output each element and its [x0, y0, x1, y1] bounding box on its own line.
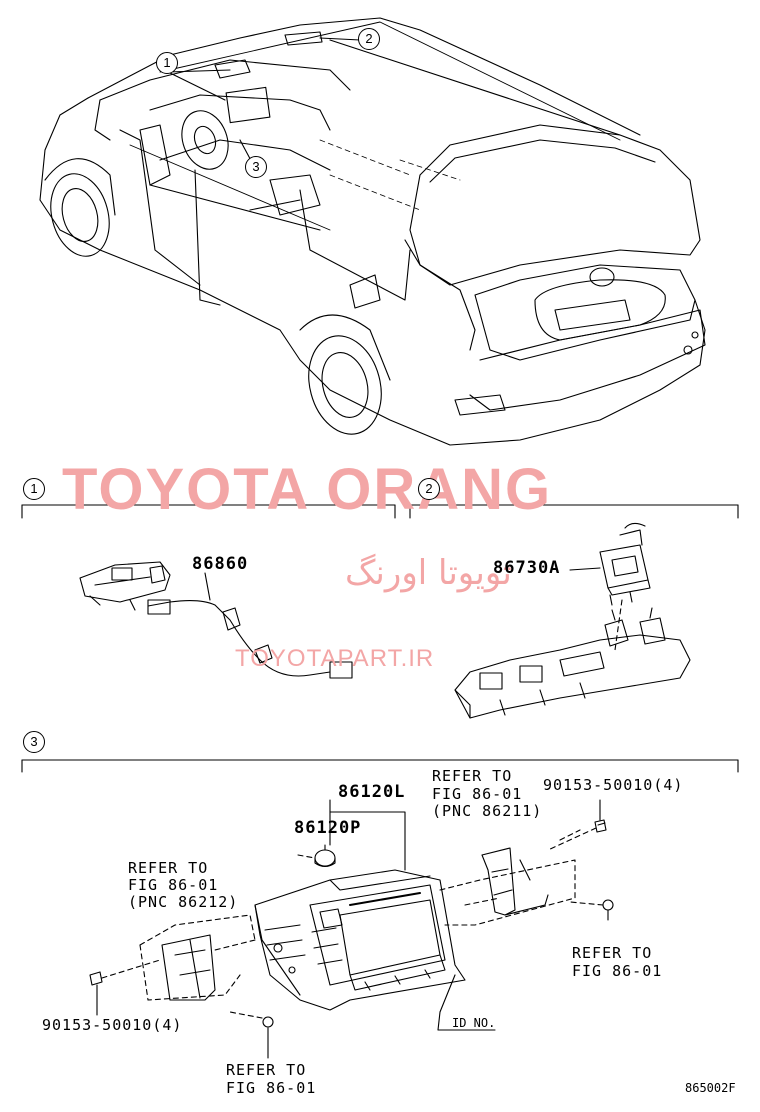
- refer-left-top-line-1: REFER TO: [128, 859, 209, 877]
- vehicle-illustration: [39, 17, 706, 446]
- part-number-86860: 86860: [192, 554, 249, 574]
- watermark-url: TOYOTAPART.IR: [235, 645, 435, 672]
- refer-right-top-line-1: REFER TO: [432, 767, 513, 785]
- part-number-86730A: 86730A: [493, 558, 561, 578]
- bolt-part-number-right: 90153-50010(4): [543, 776, 684, 794]
- refer-right-bottom-line-2: FIG 86-01: [572, 962, 663, 980]
- radio-receiver-assembly: [89, 799, 614, 1059]
- section-1-2-bracket: [21, 504, 739, 519]
- watermark-farsi: تویوتا اورنگ: [345, 553, 512, 593]
- id-number-label: ID NO.: [452, 1016, 496, 1030]
- marker-1: 1: [156, 52, 178, 74]
- refer-left-top-line-3: (PNC 86212): [128, 893, 239, 911]
- refer-left-top-line-2: FIG 86-01: [128, 876, 219, 894]
- refer-right-top-line-3: (PNC 86211): [432, 802, 543, 820]
- figure-code: 865002F: [685, 1081, 736, 1095]
- section-3-number: 3: [23, 731, 45, 753]
- marker-2: 2: [358, 28, 380, 50]
- refer-bottom-line-2: FIG 86-01: [226, 1079, 317, 1097]
- refer-right-bottom-line-1: REFER TO: [572, 944, 653, 962]
- switch-console-assembly: [454, 522, 691, 719]
- part-number-86120L: 86120L: [338, 782, 406, 802]
- marker-3: 3: [245, 156, 267, 178]
- refer-right-top-line-2: FIG 86-01: [432, 785, 523, 803]
- refer-bottom-line-1: REFER TO: [226, 1061, 307, 1079]
- watermark-title: TOYOTA ORANG: [62, 457, 553, 522]
- section-1-number: 1: [23, 478, 45, 500]
- section-2-number: 2: [418, 478, 440, 500]
- antenna-cable-assembly: [79, 561, 353, 679]
- bolt-part-number-left: 90153-50010(4): [42, 1016, 183, 1034]
- part-number-86120P: 86120P: [294, 818, 362, 838]
- section-3-bracket: [21, 759, 739, 773]
